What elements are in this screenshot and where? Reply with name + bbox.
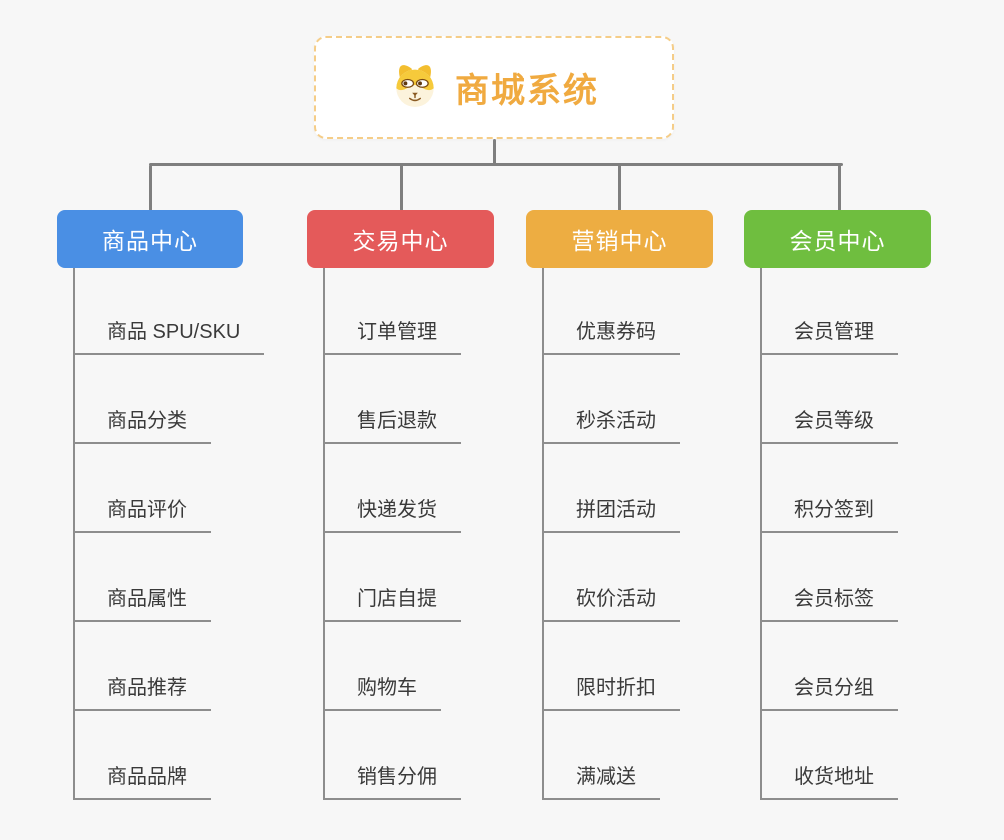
leaf-node[interactable]: 会员等级 [762, 355, 898, 444]
leaf-node[interactable]: 商品属性 [75, 533, 264, 622]
leaf-node-label: 满减送 [544, 760, 660, 800]
leaf-node-label: 商品属性 [75, 582, 211, 622]
leaf-node-label: 商品评价 [75, 493, 211, 533]
leaf-node[interactable]: 快递发货 [325, 444, 461, 533]
leaf-node-label: 限时折扣 [544, 671, 680, 711]
leaf-node-label: 商品品牌 [75, 760, 211, 800]
connector-drop-members [838, 165, 841, 211]
leaf-node[interactable]: 会员管理 [762, 268, 898, 355]
branch-header-members[interactable]: 会员中心 [744, 210, 931, 268]
leaf-node-label: 拼团活动 [544, 493, 680, 533]
leaf-node[interactable]: 商品评价 [75, 444, 264, 533]
leaf-node[interactable]: 商品 SPU/SKU [75, 268, 265, 355]
leaf-node-label: 优惠券码 [544, 315, 680, 355]
leaf-node[interactable]: 积分签到 [762, 444, 898, 533]
leaf-node[interactable]: 限时折扣 [544, 622, 680, 711]
leaf-node[interactable]: 售后退款 [325, 355, 461, 444]
leaf-node-label: 购物车 [325, 671, 441, 711]
leaf-node-label: 售后退款 [325, 404, 461, 444]
leaf-node[interactable]: 商品推荐 [75, 622, 264, 711]
leaf-node[interactable]: 订单管理 [325, 268, 461, 355]
branch-items-members: 会员管理会员等级积分签到会员标签会员分组收货地址 [760, 268, 898, 800]
leaf-node-label: 积分签到 [762, 493, 898, 533]
connector-drop-marketing [618, 165, 621, 211]
branch-header-marketing[interactable]: 营销中心 [526, 210, 713, 268]
leaf-node-label: 会员管理 [762, 315, 898, 355]
leaf-node[interactable]: 收货地址 [762, 711, 898, 800]
branch-items-trade: 订单管理售后退款快递发货门店自提购物车销售分佣 [323, 268, 461, 800]
connector-root-stub [493, 139, 496, 165]
leaf-node-label: 快递发货 [325, 493, 461, 533]
leaf-node-label: 门店自提 [325, 582, 461, 622]
branch-header-trade[interactable]: 交易中心 [307, 210, 494, 268]
leaf-node[interactable]: 商品品牌 [75, 711, 264, 800]
root-node[interactable]: 商城系统 [314, 36, 674, 139]
leaf-node[interactable]: 商品分类 [75, 355, 264, 444]
leaf-node-label: 会员等级 [762, 404, 898, 444]
branch-header-products[interactable]: 商品中心 [57, 210, 243, 268]
branch-items-products: 商品 SPU/SKU 商品分类商品评价商品属性商品推荐商品品牌 [73, 268, 265, 800]
leaf-node[interactable]: 会员标签 [762, 533, 898, 622]
leaf-node-label: 会员标签 [762, 582, 898, 622]
leaf-node[interactable]: 销售分佣 [325, 711, 461, 800]
connector-drop-trade [400, 165, 403, 211]
connector-drop-products [149, 165, 152, 211]
leaf-node[interactable]: 会员分组 [762, 622, 898, 711]
leaf-node[interactable]: 拼团活动 [544, 444, 680, 533]
leaf-node-label: 会员分组 [762, 671, 898, 711]
leaf-node[interactable]: 门店自提 [325, 533, 461, 622]
root-title: 商城系统 [455, 72, 599, 110]
leaf-node[interactable]: 秒杀活动 [544, 355, 680, 444]
dog-face-icon [389, 59, 441, 116]
leaf-node[interactable]: 砍价活动 [544, 533, 680, 622]
leaf-node-label: 销售分佣 [325, 760, 461, 800]
leaf-node[interactable]: 购物车 [325, 622, 461, 711]
leaf-node-label: 秒杀活动 [544, 404, 680, 444]
leaf-node-label: 商品推荐 [75, 671, 211, 711]
leaf-node-label: 商品 SPU/SKU [75, 315, 265, 355]
leaf-node-label: 收货地址 [762, 760, 898, 800]
leaf-node[interactable]: 优惠券码 [544, 268, 680, 355]
leaf-node-label: 商品分类 [75, 404, 211, 444]
branch-items-marketing: 优惠券码秒杀活动拼团活动砍价活动限时折扣满减送 [542, 268, 680, 800]
leaf-node-label: 订单管理 [325, 315, 461, 355]
leaf-node-label: 砍价活动 [544, 582, 680, 622]
leaf-node[interactable]: 满减送 [544, 711, 680, 800]
connector-horizontal-line [149, 163, 843, 166]
